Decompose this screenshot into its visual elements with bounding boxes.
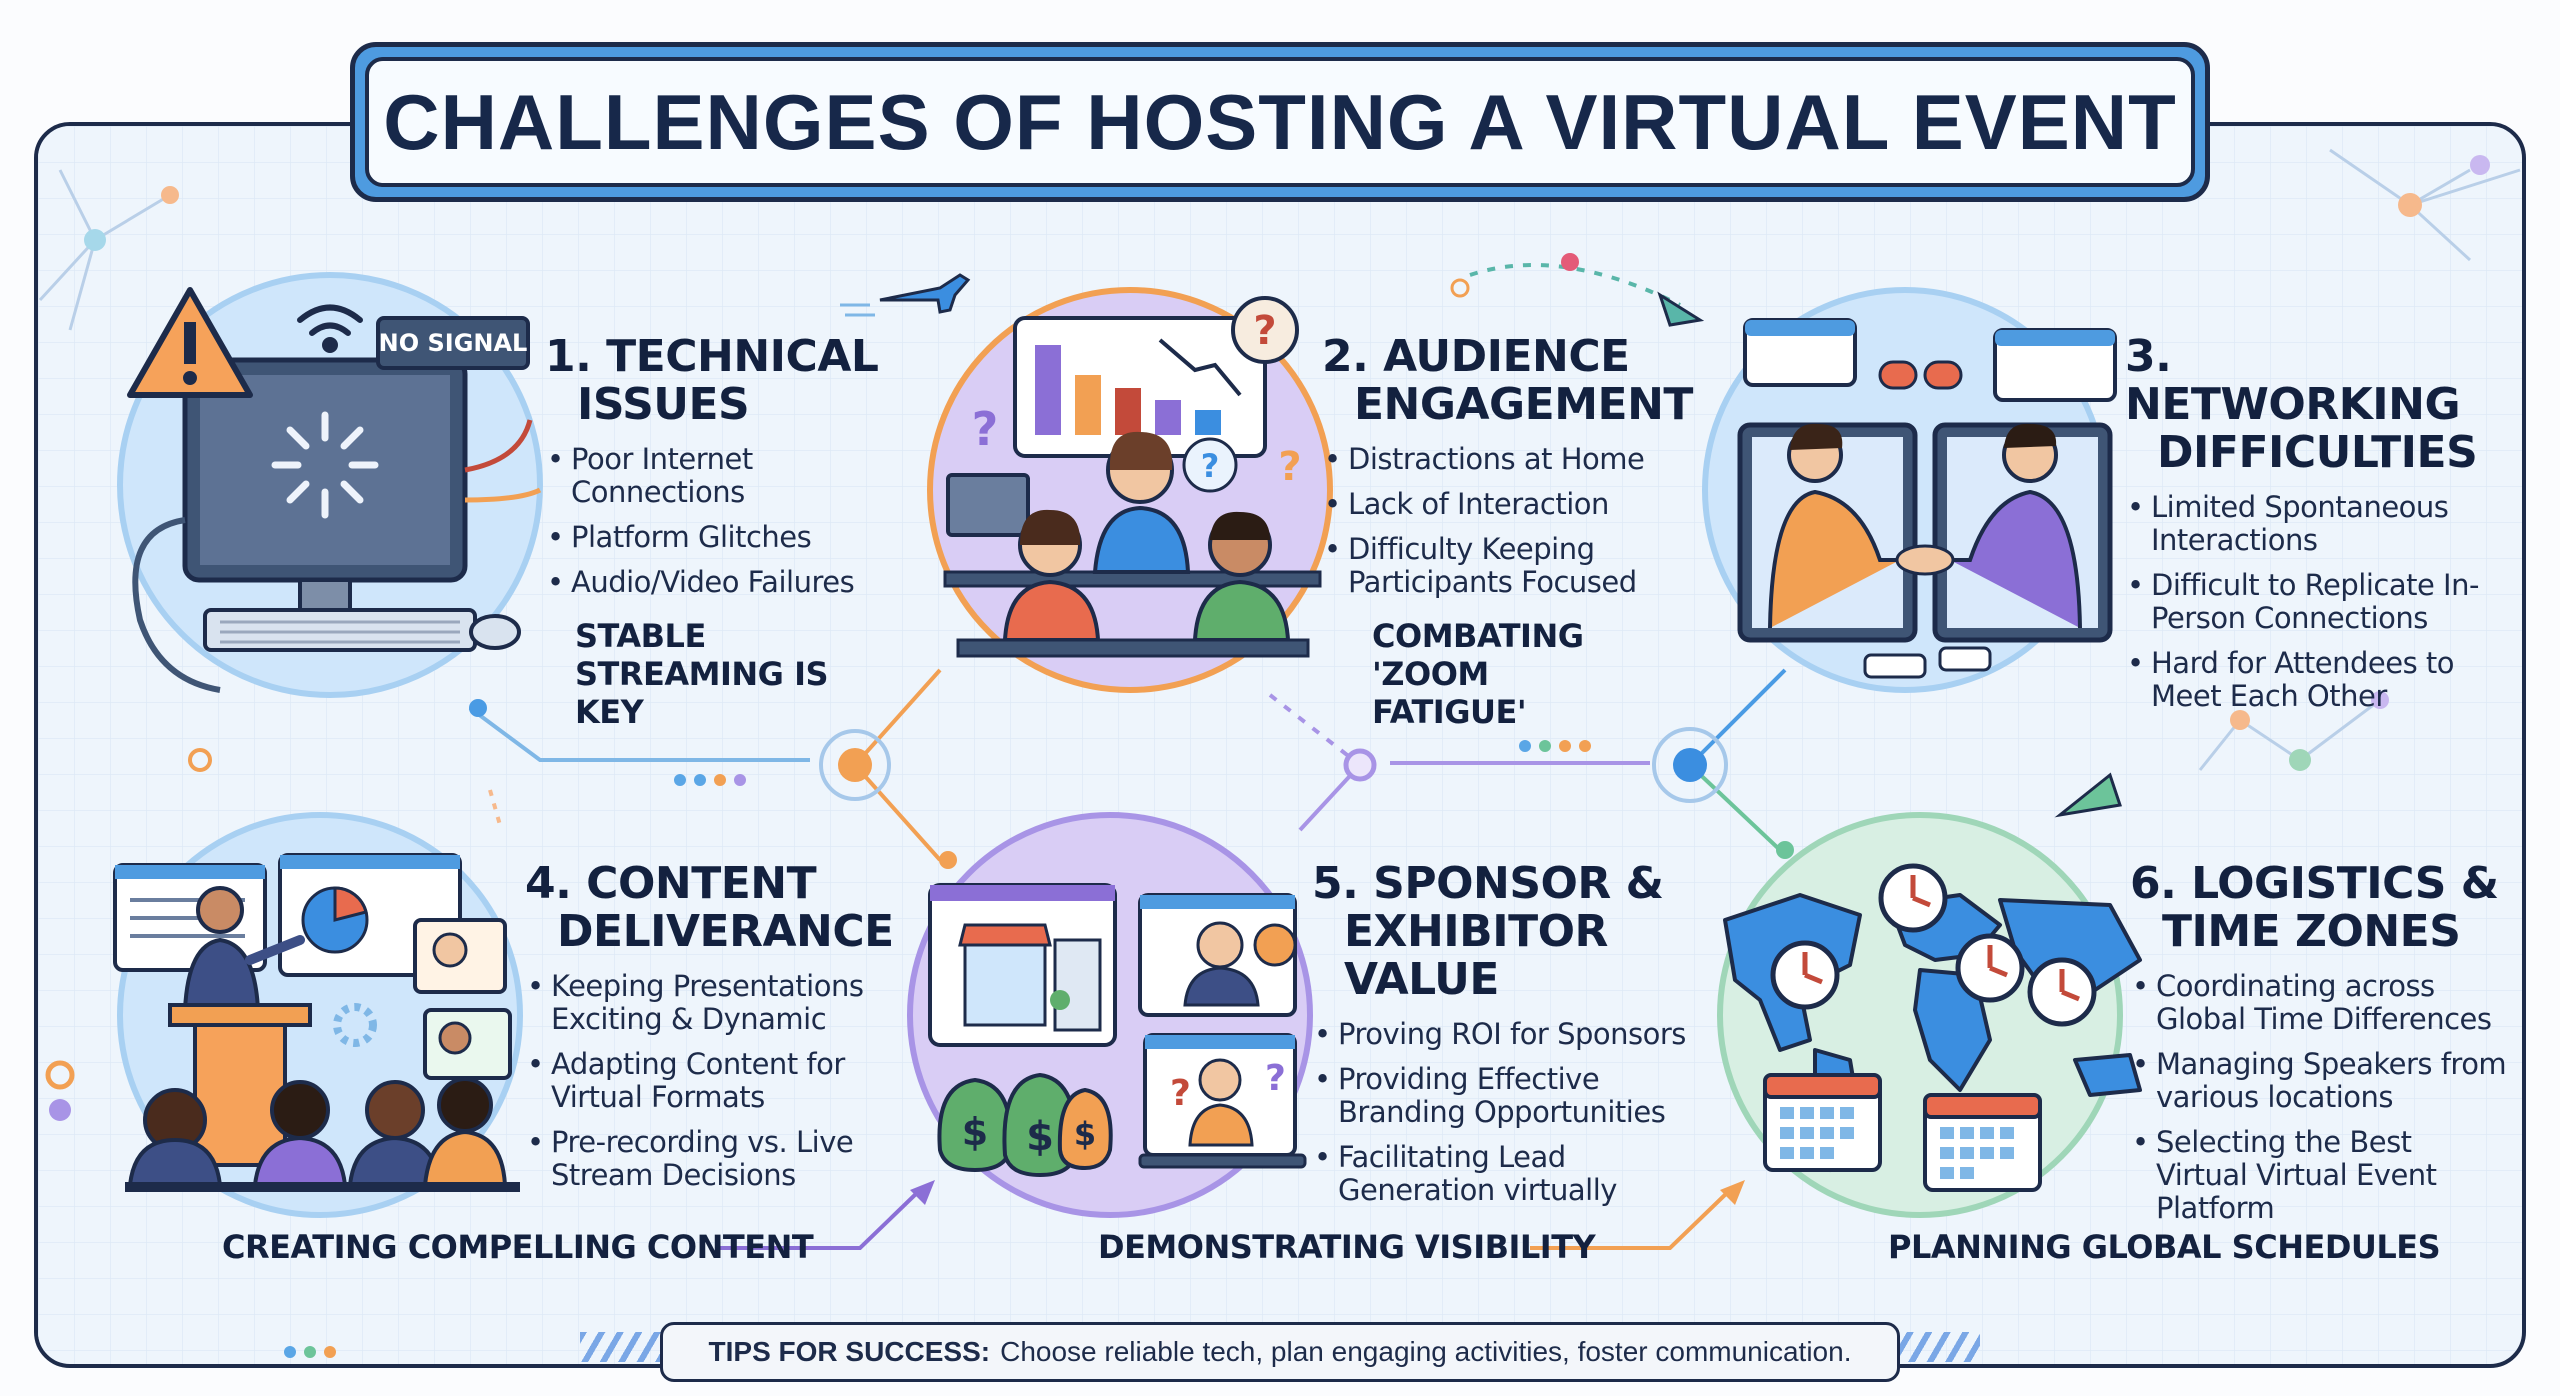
bullet-list: Distractions at Home Lack of Interaction… (1322, 443, 1692, 599)
section-heading: 4. CONTENT DELIVERANCE (525, 858, 894, 957)
tips-bar: TIPS FOR SUCCESS: Choose reliable tech, … (660, 1322, 1900, 1382)
arrow-icon (910, 291, 2122, 1205)
no-signal-label: NO SIGNAL (379, 329, 528, 357)
list-item: Pre-recording vs. Live Stream Decisions (525, 1126, 875, 1192)
storefront-icon (958, 923, 1102, 1032)
question-mark-icon: ? ? ? ? (972, 296, 1302, 493)
section-technical-issues: 1. TECHNICAL ISSUES Poor Internet Connec… (545, 331, 925, 732)
caption-demonstrating-visibility: DEMONSTRATING VISIBILITY (1098, 1228, 1596, 1266)
list-item: Proving ROI for Sponsors (1312, 1018, 1712, 1052)
clock-icon (1770, 863, 2097, 1027)
caption-creating-content: CREATING COMPELLING CONTENT (222, 1228, 814, 1266)
title-banner: CHALLENGES OF HOSTING A VIRTUAL EVENT (350, 42, 2210, 202)
svg-text:$: $ (1026, 1114, 1054, 1160)
list-item: Difficult to Replicate In-Person Connect… (2125, 569, 2495, 635)
bullet-list: Limited Spontaneous Interactions Difficu… (2125, 491, 2495, 713)
list-item: Lack of Interaction (1322, 488, 1692, 522)
connector-lines (468, 263, 1787, 1250)
list-item: Coordinating across Global Time Differen… (2130, 970, 2510, 1036)
calendar-icon (1763, 1073, 2042, 1192)
page-title: CHALLENGES OF HOSTING A VIRTUAL EVENT (383, 77, 2177, 166)
bullet-list: Coordinating across Global Time Differen… (2130, 970, 2510, 1225)
loading-spinner-icon (271, 411, 379, 519)
section-tagline: STABLE STREAMING IS KEY (575, 617, 829, 731)
svg-text:$: $ (1074, 1115, 1096, 1153)
tips-text: Choose reliable tech, plan engaging acti… (1000, 1336, 1852, 1367)
section-content-deliverance: 4. CONTENT DELIVERANCE Keeping Presentat… (525, 858, 894, 1204)
connector-nodes (469, 253, 1794, 869)
section-tagline: COMBATING 'ZOOM FATIGUE' (1372, 617, 1584, 731)
decorative-network (38, 148, 2521, 771)
logistics-illustration (1717, 812, 2142, 1218)
sponsor-illustration: ? ? $ $ $ (907, 812, 1313, 1218)
svg-text:?: ? (1253, 308, 1276, 354)
list-item: Audio/Video Failures (545, 566, 925, 600)
list-item: Hard for Attendees to Meet Each Other (2125, 647, 2495, 713)
bullet-list: Keeping Presentations Exciting & Dynamic… (525, 970, 875, 1192)
caption-planning-schedules: PLANNING GLOBAL SCHEDULES (1888, 1228, 2441, 1266)
connector-dots (284, 740, 1591, 1358)
section-networking-difficulties: 3. NETWORKING DIFFICULTIES Limited Spont… (2125, 333, 2495, 725)
money-bag-icon (937, 1072, 1113, 1178)
list-item: Selecting the Best Virtual Virtual Event… (2130, 1126, 2510, 1225)
bullet-list: Proving ROI for Sponsors Providing Effec… (1312, 1018, 1712, 1207)
list-item: Facilitating Lead Generation virtually (1312, 1141, 1712, 1207)
broken-link-icon (1878, 360, 1963, 390)
section-heading: 1. TECHNICAL ISSUES (545, 331, 879, 430)
list-item: Poor Internet Connections (545, 443, 925, 509)
section-sponsor-exhibitor-value: 5. SPONSOR & EXHIBITOR VALUE Proving ROI… (1312, 860, 1712, 1219)
list-item: Platform Glitches (545, 521, 925, 555)
section-logistics-time-zones: 6. LOGISTICS & TIME ZONES Coordinating a… (2130, 860, 2510, 1237)
svg-text:?: ? (1278, 444, 1301, 490)
gear-icon (333, 1003, 377, 1047)
bullet-list: Poor Internet Connections Platform Glitc… (545, 443, 925, 600)
tips-label: TIPS FOR SUCCESS: (708, 1336, 991, 1367)
section-heading: 5. SPONSOR & EXHIBITOR VALUE (1312, 858, 1664, 1005)
section-heading: 2. AUDIENCE ENGAGEMENT (1322, 331, 1693, 430)
networking-illustration (1702, 287, 2117, 693)
section-heading: 3. NETWORKING DIFFICULTIES (2125, 331, 2478, 478)
svg-text:?: ? (1170, 1073, 1191, 1114)
no-signal-badge (376, 316, 530, 370)
section-heading: 6. LOGISTICS & TIME ZONES (2130, 858, 2499, 957)
audience-engagement-illustration: ? ? ? ? (927, 287, 1333, 693)
svg-text:?: ? (972, 402, 999, 456)
airplane-icon (840, 273, 971, 317)
svg-text:?: ? (1201, 447, 1220, 485)
wifi-icon (297, 304, 363, 353)
technical-issues-illustration: NO SIGNAL (117, 272, 543, 698)
section-audience-engagement: 2. AUDIENCE ENGAGEMENT Distractions at H… (1322, 331, 1693, 732)
content-deliverance-illustration (113, 812, 523, 1218)
warning-icon (127, 287, 253, 398)
list-item: Managing Speakers from various locations (2130, 1048, 2510, 1114)
list-item: Providing Effective Branding Opportuniti… (1312, 1063, 1712, 1129)
svg-text:$: $ (962, 1110, 988, 1154)
list-item: Limited Spontaneous Interactions (2125, 491, 2495, 557)
svg-text:?: ? (1265, 1058, 1286, 1099)
list-item: Distractions at Home (1322, 443, 1692, 477)
list-item: Adapting Content for Virtual Formats (525, 1048, 875, 1114)
list-item: Keeping Presentations Exciting & Dynamic (525, 970, 875, 1036)
list-item: Difficulty Keeping Participants Focused (1322, 533, 1692, 599)
